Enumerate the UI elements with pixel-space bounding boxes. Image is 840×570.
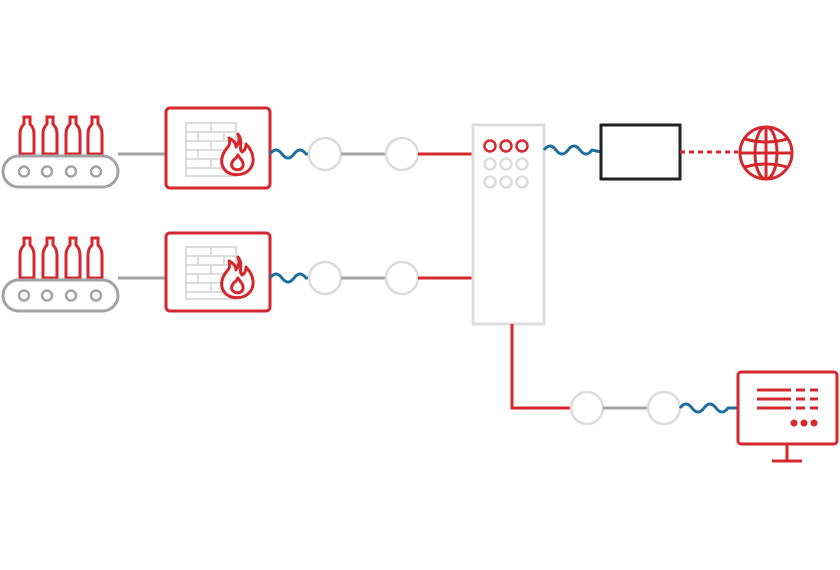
firewall-1 bbox=[164, 106, 272, 190]
bottle bbox=[18, 115, 36, 156]
conveyor-belt bbox=[1, 278, 120, 313]
bottles-row-1 bbox=[18, 115, 104, 156]
network-switch bbox=[471, 123, 546, 326]
relay-node bbox=[307, 260, 343, 296]
link-switch-gateway-wavy bbox=[542, 144, 602, 156]
bottle bbox=[64, 236, 82, 280]
switch-chassis bbox=[471, 123, 546, 326]
bottle bbox=[18, 236, 36, 280]
relay-node bbox=[384, 136, 420, 172]
conveyor-belt bbox=[1, 154, 120, 189]
screen-dots bbox=[790, 419, 818, 427]
link-firewall2-wavy bbox=[268, 272, 309, 284]
relay-node bbox=[646, 390, 682, 426]
bottle bbox=[41, 236, 59, 280]
link-node-monitor-wavy bbox=[678, 402, 738, 414]
firewall-2 bbox=[164, 231, 272, 313]
gateway-box bbox=[599, 123, 682, 181]
screen-lines bbox=[757, 388, 818, 410]
bottles-row-2 bbox=[18, 236, 104, 280]
flame-icon bbox=[220, 255, 255, 300]
bottle bbox=[86, 115, 104, 156]
conveyor-rollers bbox=[17, 289, 103, 302]
switch-ports-active bbox=[483, 139, 529, 153]
globe-icon bbox=[738, 125, 794, 181]
bottle bbox=[64, 115, 82, 156]
link-switch-monitor bbox=[510, 324, 572, 410]
monitor-dashboard-icon bbox=[736, 370, 839, 463]
bottling-line-2 bbox=[1, 236, 120, 313]
flame-icon bbox=[220, 132, 255, 177]
relay-node bbox=[384, 260, 420, 296]
bottling-line-1 bbox=[1, 115, 120, 189]
conveyor-rollers bbox=[17, 165, 103, 178]
brick-wall bbox=[185, 246, 237, 300]
relay-node bbox=[307, 136, 343, 172]
link-firewall1-wavy bbox=[268, 148, 309, 160]
switch-ports-idle bbox=[483, 157, 529, 189]
bottle bbox=[41, 115, 59, 156]
relay-node bbox=[569, 390, 605, 426]
bottle bbox=[86, 236, 104, 280]
